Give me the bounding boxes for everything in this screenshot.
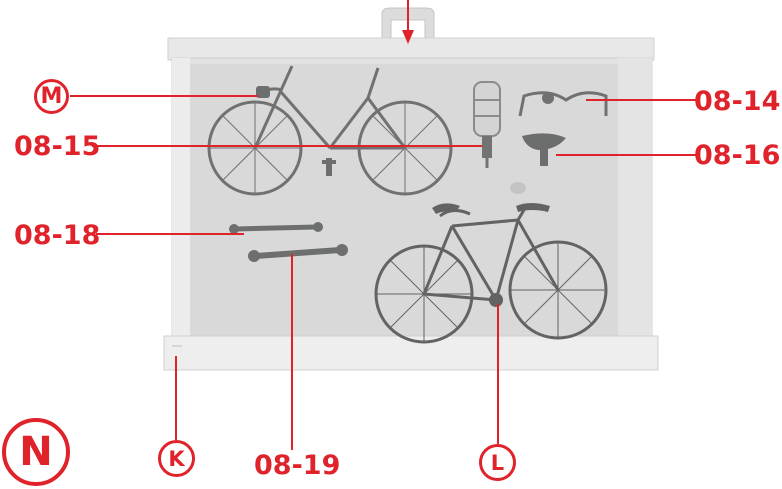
arrow-down-icon (402, 0, 414, 44)
crank-icon (489, 293, 503, 307)
lamp-icon (256, 86, 270, 98)
saddle-icon (432, 203, 460, 214)
saddle-icon (522, 133, 566, 166)
callout-08-14: 08-14 (694, 86, 781, 117)
bell-icon (542, 92, 554, 104)
peg-icon (510, 182, 526, 194)
callout-N: N (2, 418, 70, 486)
bicycle-icon (374, 209, 608, 344)
wrench-icon (229, 222, 323, 234)
pedal-icon (322, 158, 336, 176)
callout-M: M (34, 79, 69, 114)
wrench-icon (248, 244, 348, 262)
callout-08-15: 08-15 (14, 131, 101, 162)
callout-L: L (479, 444, 516, 481)
leader-lines (70, 95, 696, 450)
callout-K: K (158, 440, 195, 477)
pump-icon (473, 81, 501, 168)
callout-08-18: 08-18 (14, 220, 101, 251)
callout-08-16: 08-16 (694, 140, 781, 171)
handlebar-icon (516, 203, 550, 212)
display-box (163, 37, 659, 371)
handlebar-icon (518, 91, 608, 117)
callout-08-19: 08-19 (254, 450, 341, 481)
